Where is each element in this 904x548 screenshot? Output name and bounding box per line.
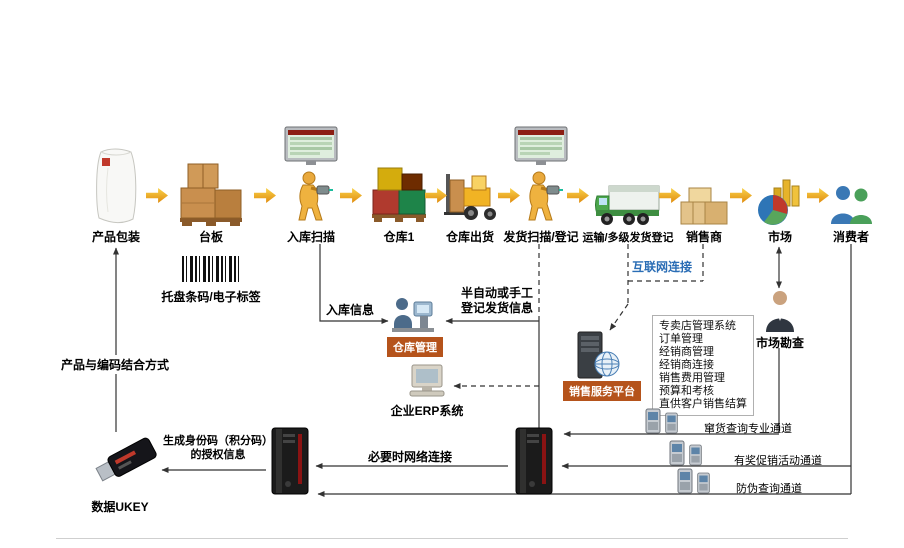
- network-needed-label: 必要时网络连接: [368, 450, 453, 464]
- erp-computer-icon: [404, 364, 450, 405]
- node-label-packaging: 产品包装: [91, 230, 141, 244]
- forklift-icon: [444, 166, 500, 229]
- erp-label: 企业ERP系统: [390, 404, 464, 418]
- handheld-terminal-icon: [644, 408, 662, 439]
- feature-item: 专卖店管理系统: [659, 320, 736, 332]
- handheld-terminal-icon: [676, 468, 694, 499]
- feature-item: 预算和考核: [659, 385, 714, 397]
- warehouse-mgmt-icon: [390, 294, 436, 341]
- node-label-transport: 运输/多级发货登记: [582, 232, 674, 244]
- semi-auto-label-line1: 半自动或手工: [460, 286, 534, 300]
- data-ukey-label: 数据UKEY: [91, 500, 149, 514]
- sales-platform-server-icon: [576, 330, 620, 385]
- wms-screen-icon: [284, 126, 338, 171]
- warehouse-boxes-icon: [371, 160, 427, 229]
- package-bag-icon: [93, 146, 139, 231]
- dealer-boxes-icon: [679, 186, 729, 231]
- product-code-method-label: 产品与编码结合方式: [58, 355, 173, 374]
- barcode-icon: [182, 256, 240, 282]
- node-label-warehouse-out: 仓库出货: [445, 230, 495, 244]
- handheld-terminal-icon: [696, 472, 711, 499]
- scanner-person-icon: [289, 170, 333, 229]
- node-label-market: 市场: [767, 230, 793, 244]
- internet-label: 互联网连接: [632, 260, 693, 274]
- handheld-terminal-icon: [688, 444, 703, 471]
- feature-item: 销售费用管理: [659, 372, 725, 384]
- inbound-info-label: 入库信息: [326, 303, 375, 317]
- server-tower-icon: [512, 426, 556, 501]
- consumers-icon: [829, 184, 875, 231]
- ukey-auth-label-line1: 生成身份码（积分码）: [163, 435, 273, 447]
- truck-icon: [595, 182, 661, 233]
- line-internet-4: [609, 303, 629, 331]
- server-tower-icon: [268, 426, 312, 501]
- ukey-icon: [90, 430, 168, 495]
- handheld-terminal-icon: [668, 440, 686, 471]
- pallet-barcode-label: 托盘条码/电子标签: [161, 290, 261, 304]
- channel-anticounterfeit-label: 防伪查询通道: [736, 483, 802, 495]
- node-label-pallet: 台板: [198, 230, 224, 244]
- platform-feature-list: 专卖店管理系统 订单管理 经销商管理 经销商连接 销售费用管理 预算和考核 直供…: [652, 315, 754, 416]
- scanner-person-icon: [519, 170, 563, 229]
- wms-screen-icon: [514, 126, 568, 171]
- semi-auto-label-line2: 登记发货信息: [460, 301, 534, 315]
- feature-item: 直供客户销售结算: [659, 398, 747, 410]
- market-survey-label: 市场勘查: [755, 336, 805, 350]
- channel-promo-label: 有奖促销活动通道: [734, 455, 822, 467]
- warehouse-mgmt-tag: 仓库管理: [387, 337, 443, 357]
- node-label-inbound-scan: 入库扫描: [286, 230, 336, 244]
- pallet-boxes-icon: [178, 160, 244, 233]
- feature-item: 经销商连接: [659, 359, 714, 371]
- channel-diversion-label: 窜货查询专业通道: [704, 423, 792, 435]
- market-chart-icon: [753, 178, 807, 231]
- node-label-consumer: 消费者: [832, 230, 870, 244]
- handheld-terminal-icon: [664, 412, 679, 439]
- feature-item: 经销商管理: [659, 346, 714, 358]
- node-label-dealer: 销售商: [685, 230, 723, 244]
- market-survey-person-icon: [764, 290, 796, 337]
- ukey-auth-label-line2: 的授权信息: [190, 449, 246, 461]
- node-label-ship-scan: 发货扫描/登记: [503, 230, 579, 244]
- line-inbound-info: [319, 244, 389, 324]
- node-label-warehouse1: 仓库1: [383, 230, 415, 244]
- bottom-divider: [56, 538, 848, 539]
- sales-platform-tag: 销售服务平台: [563, 381, 641, 401]
- feature-item: 订单管理: [659, 333, 703, 345]
